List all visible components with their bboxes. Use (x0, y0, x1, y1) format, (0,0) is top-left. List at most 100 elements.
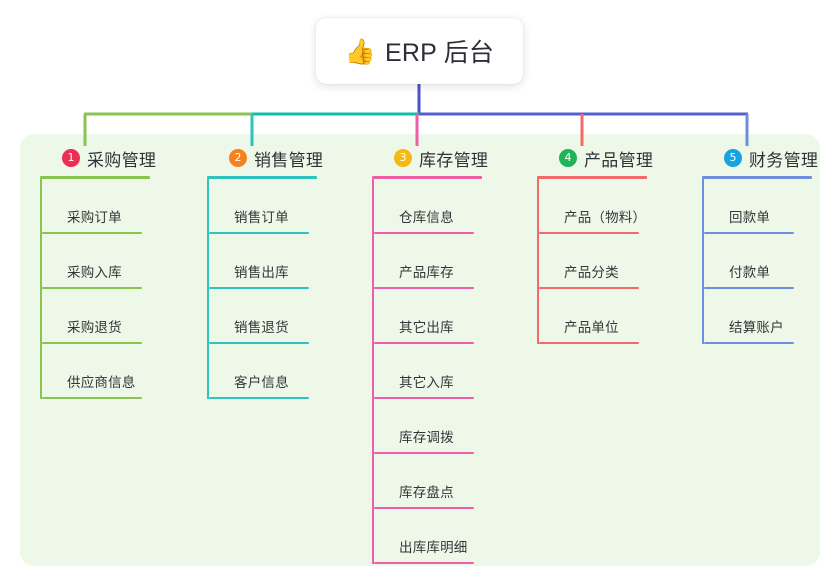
leaf-label: 产品（物料） (564, 210, 647, 225)
leaf-item[interactable]: 产品（物料） (537, 179, 707, 234)
leaf-rule (374, 507, 474, 509)
leaf-rule (42, 232, 142, 234)
leaf-item[interactable]: 其它出库 (372, 289, 532, 344)
branch-label-1: 采购管理 (87, 150, 157, 170)
leaf-rule (704, 287, 794, 289)
leaf-label: 客户信息 (234, 375, 289, 390)
leaf-item[interactable]: 客户信息 (207, 344, 367, 399)
branch-header-2[interactable]: 2 销售管理 (207, 146, 367, 170)
leaf-rule (704, 342, 794, 344)
leaf-label: 采购订单 (67, 210, 122, 225)
branch-label-4: 产品管理 (584, 150, 654, 170)
leaf-label: 结算账户 (729, 320, 784, 335)
leaf-item[interactable]: 付款单 (702, 234, 822, 289)
branch-items-3: 仓库信息产品库存其它出库其它入库库存调拨库存盘点出库库明细 (372, 179, 532, 564)
branch-items-1: 采购订单采购入库采购退货供应商信息 (40, 179, 200, 399)
leaf-label: 付款单 (729, 265, 771, 280)
branch-badge-2: 2 (229, 149, 247, 167)
leaf-item[interactable]: 销售退货 (207, 289, 367, 344)
leaf-rule (209, 397, 309, 399)
branch-header-rule-3 (372, 176, 482, 179)
leaf-rule (374, 562, 474, 564)
branch-column-1: 1 采购管理采购订单采购入库采购退货供应商信息 (40, 146, 200, 399)
leaf-label: 其它出库 (399, 320, 454, 335)
leaf-rule (704, 232, 794, 234)
leaf-item[interactable]: 出库库明细 (372, 509, 532, 564)
root-title: ERP 后台 (385, 39, 495, 67)
branch-items-5: 回款单付款单结算账户 (702, 179, 822, 344)
leaf-label: 其它入库 (399, 375, 454, 390)
branch-label-3: 库存管理 (419, 150, 489, 170)
branch-column-2: 2 销售管理销售订单销售出库销售退货客户信息 (207, 146, 367, 399)
leaf-item[interactable]: 产品库存 (372, 234, 532, 289)
leaf-rule (209, 342, 309, 344)
leaf-rule (374, 232, 474, 234)
leaf-label: 出库库明细 (399, 540, 468, 555)
leaf-item[interactable]: 结算账户 (702, 289, 822, 344)
branches-panel (20, 134, 820, 566)
leaf-rule (374, 342, 474, 344)
leaf-label: 产品库存 (399, 265, 454, 280)
leaf-label: 销售出库 (234, 265, 289, 280)
leaf-rule (209, 232, 309, 234)
branch-column-4: 4 产品管理产品（物料） 产品分类产品单位 (537, 146, 707, 344)
leaf-item[interactable]: 仓库信息 (372, 179, 532, 234)
branch-badge-4: 4 (559, 149, 577, 167)
branch-header-rule-2 (207, 176, 317, 179)
leaf-rule (374, 452, 474, 454)
leaf-rule (209, 287, 309, 289)
leaf-item[interactable]: 销售订单 (207, 179, 367, 234)
leaf-rule (42, 342, 142, 344)
leaf-item[interactable]: 采购入库 (40, 234, 200, 289)
branch-label-5: 财务管理 (749, 150, 819, 170)
leaf-label: 销售订单 (234, 210, 289, 225)
leaf-label: 采购入库 (67, 265, 122, 280)
branch-header-1[interactable]: 1 采购管理 (40, 146, 200, 170)
leaf-label: 回款单 (729, 210, 771, 225)
leaf-item[interactable]: 供应商信息 (40, 344, 200, 399)
leaf-rule (42, 287, 142, 289)
leaf-rule (374, 287, 474, 289)
branch-badge-1: 1 (62, 149, 80, 167)
root-node[interactable]: 👍 ERP 后台 (316, 18, 523, 84)
branch-items-4: 产品（物料） 产品分类产品单位 (537, 179, 707, 344)
leaf-rule (539, 232, 639, 234)
leaf-item[interactable]: 库存盘点 (372, 454, 532, 509)
leaf-item[interactable]: 销售出库 (207, 234, 367, 289)
leaf-item[interactable]: 产品分类 (537, 234, 707, 289)
leaf-item[interactable]: 库存调拨 (372, 399, 532, 454)
thumbs-up-icon: 👍 (344, 37, 377, 66)
leaf-label: 供应商信息 (67, 375, 136, 390)
leaf-item[interactable]: 采购退货 (40, 289, 200, 344)
leaf-item[interactable]: 其它入库 (372, 344, 532, 399)
branch-spine-2 (207, 179, 209, 399)
branch-header-4[interactable]: 4 产品管理 (537, 146, 707, 170)
branch-header-rule-4 (537, 176, 647, 179)
leaf-label: 库存调拨 (399, 430, 454, 445)
branch-header-5[interactable]: 5 财务管理 (702, 146, 822, 170)
branch-spine-4 (537, 179, 539, 344)
leaf-item[interactable]: 采购订单 (40, 179, 200, 234)
leaf-label: 产品分类 (564, 265, 619, 280)
leaf-label: 仓库信息 (399, 210, 454, 225)
leaf-rule (539, 287, 639, 289)
branch-spine-3 (372, 179, 374, 564)
branch-badge-5: 5 (724, 149, 742, 167)
leaf-rule (374, 397, 474, 399)
leaf-rule (42, 397, 142, 399)
leaf-label: 库存盘点 (399, 485, 454, 500)
leaf-rule (539, 342, 639, 344)
branch-header-rule-1 (40, 176, 150, 179)
leaf-label: 采购退货 (67, 320, 122, 335)
branch-header-rule-5 (702, 176, 812, 179)
leaf-label: 销售退货 (234, 320, 289, 335)
leaf-label: 产品单位 (564, 320, 619, 335)
branch-label-2: 销售管理 (254, 150, 324, 170)
leaf-item[interactable]: 回款单 (702, 179, 822, 234)
leaf-item[interactable]: 产品单位 (537, 289, 707, 344)
branch-column-5: 5 财务管理回款单付款单结算账户 (702, 146, 822, 344)
branch-items-2: 销售订单销售出库销售退货客户信息 (207, 179, 367, 399)
